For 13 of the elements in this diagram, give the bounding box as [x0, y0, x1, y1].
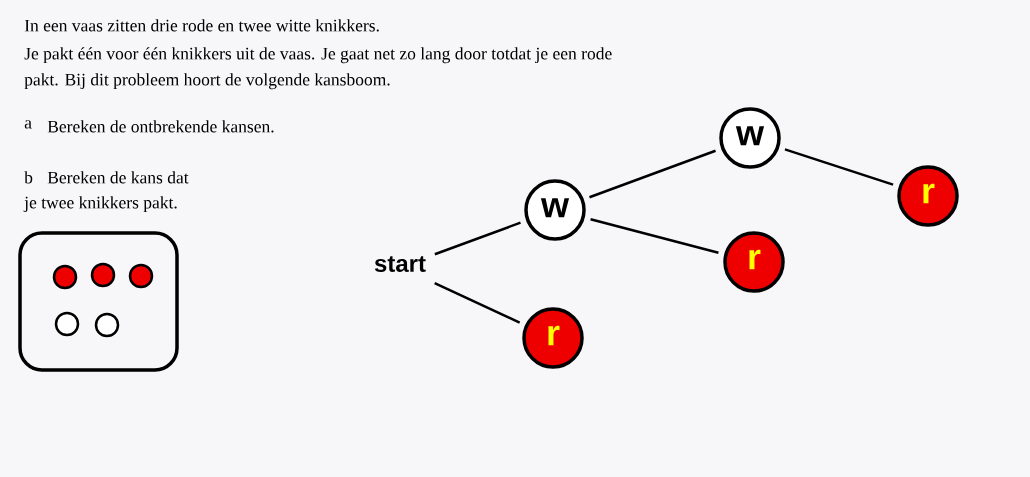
start-label: start	[374, 256, 426, 273]
branch-line	[434, 281, 521, 324]
text-line: Bereken de ontbrekende kansen.	[47, 120, 274, 133]
text-line: Bereken de kans dat	[47, 171, 189, 184]
text-line: a	[24, 120, 32, 129]
text-line: je twee knikkers pakt.	[23, 196, 177, 213]
branch-line	[434, 221, 521, 256]
text-line: Je pakt één voor één knikkers uit de vaas. Je gaat net zo lang door totdat je een rode pakt. Bij dit probleem hoort de volgende kansboom.	[24, 47, 612, 90]
text-line: In een vaas zitten drie rode en twee witte knikkers.	[24, 19, 379, 32]
branch-line	[590, 218, 719, 254]
branch-line	[784, 148, 894, 186]
branch-line	[589, 149, 716, 199]
text-line: b	[24, 171, 33, 184]
